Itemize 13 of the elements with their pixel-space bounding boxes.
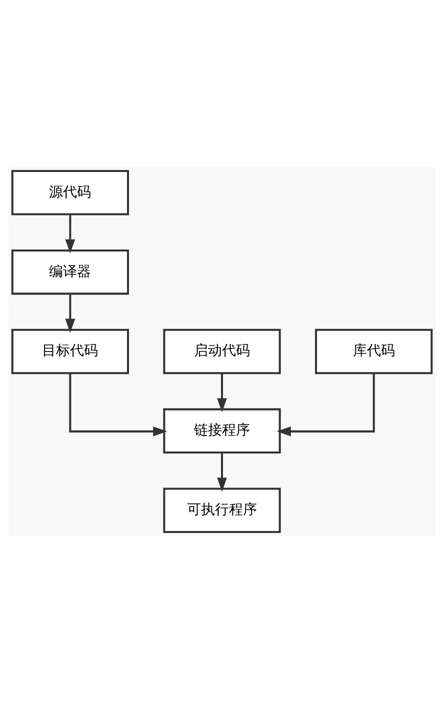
node-box: 链接程序: [163, 408, 281, 454]
arrow: [65, 294, 76, 333]
node-box: 目标代码: [11, 328, 129, 374]
arrow: [69, 373, 168, 436]
node-box: 可执行程序: [163, 488, 281, 533]
arrow: [217, 452, 227, 492]
arrow: [65, 214, 76, 254]
node-box: 编译器: [11, 249, 129, 295]
arrow: [276, 373, 375, 436]
arrow: [217, 373, 227, 412]
node-box: 启动代码: [163, 328, 281, 374]
node-box: 源代码: [11, 170, 129, 216]
node-box: 库代码: [315, 328, 433, 374]
